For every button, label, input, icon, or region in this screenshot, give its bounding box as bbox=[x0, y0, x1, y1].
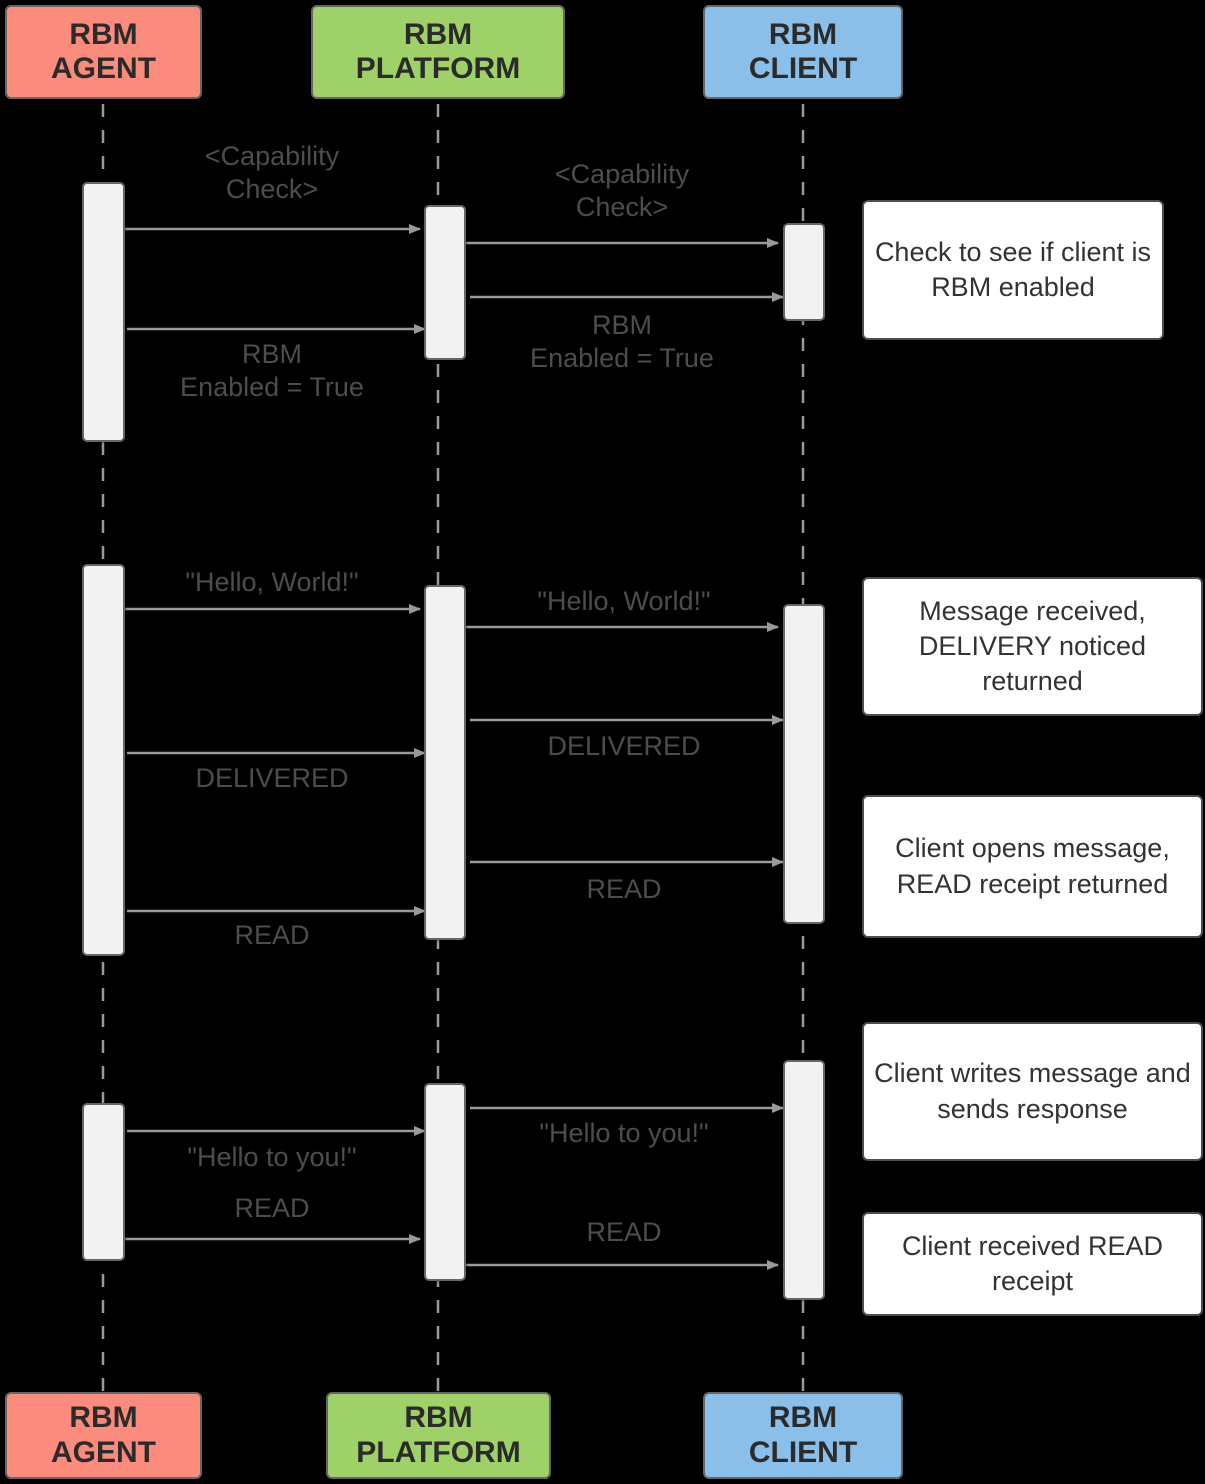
note-client-opens: Client opens message, READ receipt retur… bbox=[862, 795, 1203, 938]
note-client-writes: Client writes message and sends response bbox=[862, 1022, 1203, 1161]
actor-header-client[interactable]: RBM CLIENT bbox=[703, 5, 903, 99]
actor-footer-agent-line2: AGENT bbox=[51, 1435, 156, 1469]
actor-footer-agent[interactable]: RBM AGENT bbox=[5, 1392, 202, 1479]
activation-client-3 bbox=[783, 1060, 825, 1300]
actor-footer-client[interactable]: RBM CLIENT bbox=[703, 1392, 903, 1479]
actor-footer-platform-line1: RBM bbox=[404, 1401, 473, 1435]
activation-client-1 bbox=[783, 223, 825, 321]
actor-header-platform-line1: RBM bbox=[403, 17, 473, 51]
note-client-received: Client received READ receipt bbox=[862, 1212, 1203, 1316]
note-message-received: Message received, DELIVERY noticed retur… bbox=[862, 577, 1203, 716]
actor-header-client-line1: RBM bbox=[768, 17, 838, 51]
actor-header-agent-line2: AGENT bbox=[51, 52, 156, 85]
activation-client-2 bbox=[783, 604, 825, 924]
actor-header-platform-line2: PLATFORM bbox=[355, 52, 521, 85]
message-arrows bbox=[125, 224, 784, 1270]
actor-header-client-line2: CLIENT bbox=[748, 52, 858, 85]
actor-header-agent[interactable]: RBM AGENT bbox=[5, 5, 202, 99]
actor-header-agent-line1: RBM bbox=[69, 17, 138, 51]
activation-agent-3 bbox=[82, 1103, 125, 1261]
actor-footer-client-line2: CLIENT bbox=[748, 1435, 858, 1469]
actor-footer-platform-line2: PLATFORM bbox=[356, 1435, 521, 1469]
activation-platform-2 bbox=[424, 585, 466, 940]
activation-agent-1 bbox=[82, 182, 125, 442]
actor-header-platform[interactable]: RBM PLATFORM bbox=[311, 5, 565, 99]
actor-footer-client-line1: RBM bbox=[768, 1401, 838, 1435]
actor-footer-agent-line1: RBM bbox=[69, 1401, 138, 1435]
actor-footer-platform[interactable]: RBM PLATFORM bbox=[326, 1392, 551, 1479]
activation-platform-3 bbox=[424, 1083, 466, 1281]
note-capability-check: Check to see if client is RBM enabled bbox=[862, 200, 1164, 340]
activation-platform-1 bbox=[424, 205, 466, 360]
activation-agent-2 bbox=[82, 564, 125, 956]
